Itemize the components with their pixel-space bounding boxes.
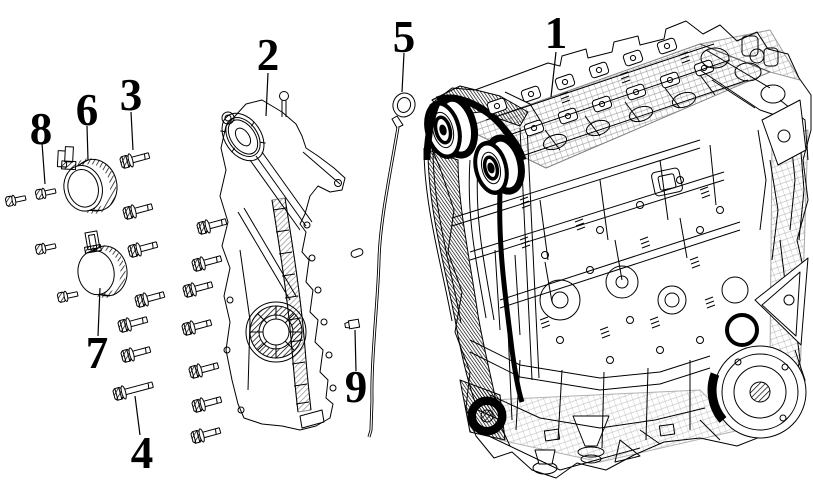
cover-boss bbox=[220, 112, 266, 162]
callout-6: 6 bbox=[76, 85, 99, 135]
callout-7: 7 bbox=[86, 328, 109, 378]
callout-2: 2 bbox=[257, 30, 280, 80]
plug-part bbox=[344, 318, 361, 330]
callout-9: 9 bbox=[345, 362, 368, 412]
callout-leaders bbox=[41, 51, 557, 436]
pump-part bbox=[56, 146, 118, 214]
timing-cover bbox=[219, 91, 346, 431]
callout-4: 4 bbox=[131, 428, 154, 478]
dipstick bbox=[367, 92, 416, 438]
callout-8: 8 bbox=[30, 104, 53, 154]
callout-5: 5 bbox=[393, 12, 416, 62]
callout-1: 1 bbox=[545, 8, 568, 58]
callout-3: 3 bbox=[120, 70, 143, 120]
pin-part bbox=[350, 248, 364, 258]
seal-part bbox=[77, 230, 128, 298]
engine-assembly bbox=[423, 20, 812, 479]
